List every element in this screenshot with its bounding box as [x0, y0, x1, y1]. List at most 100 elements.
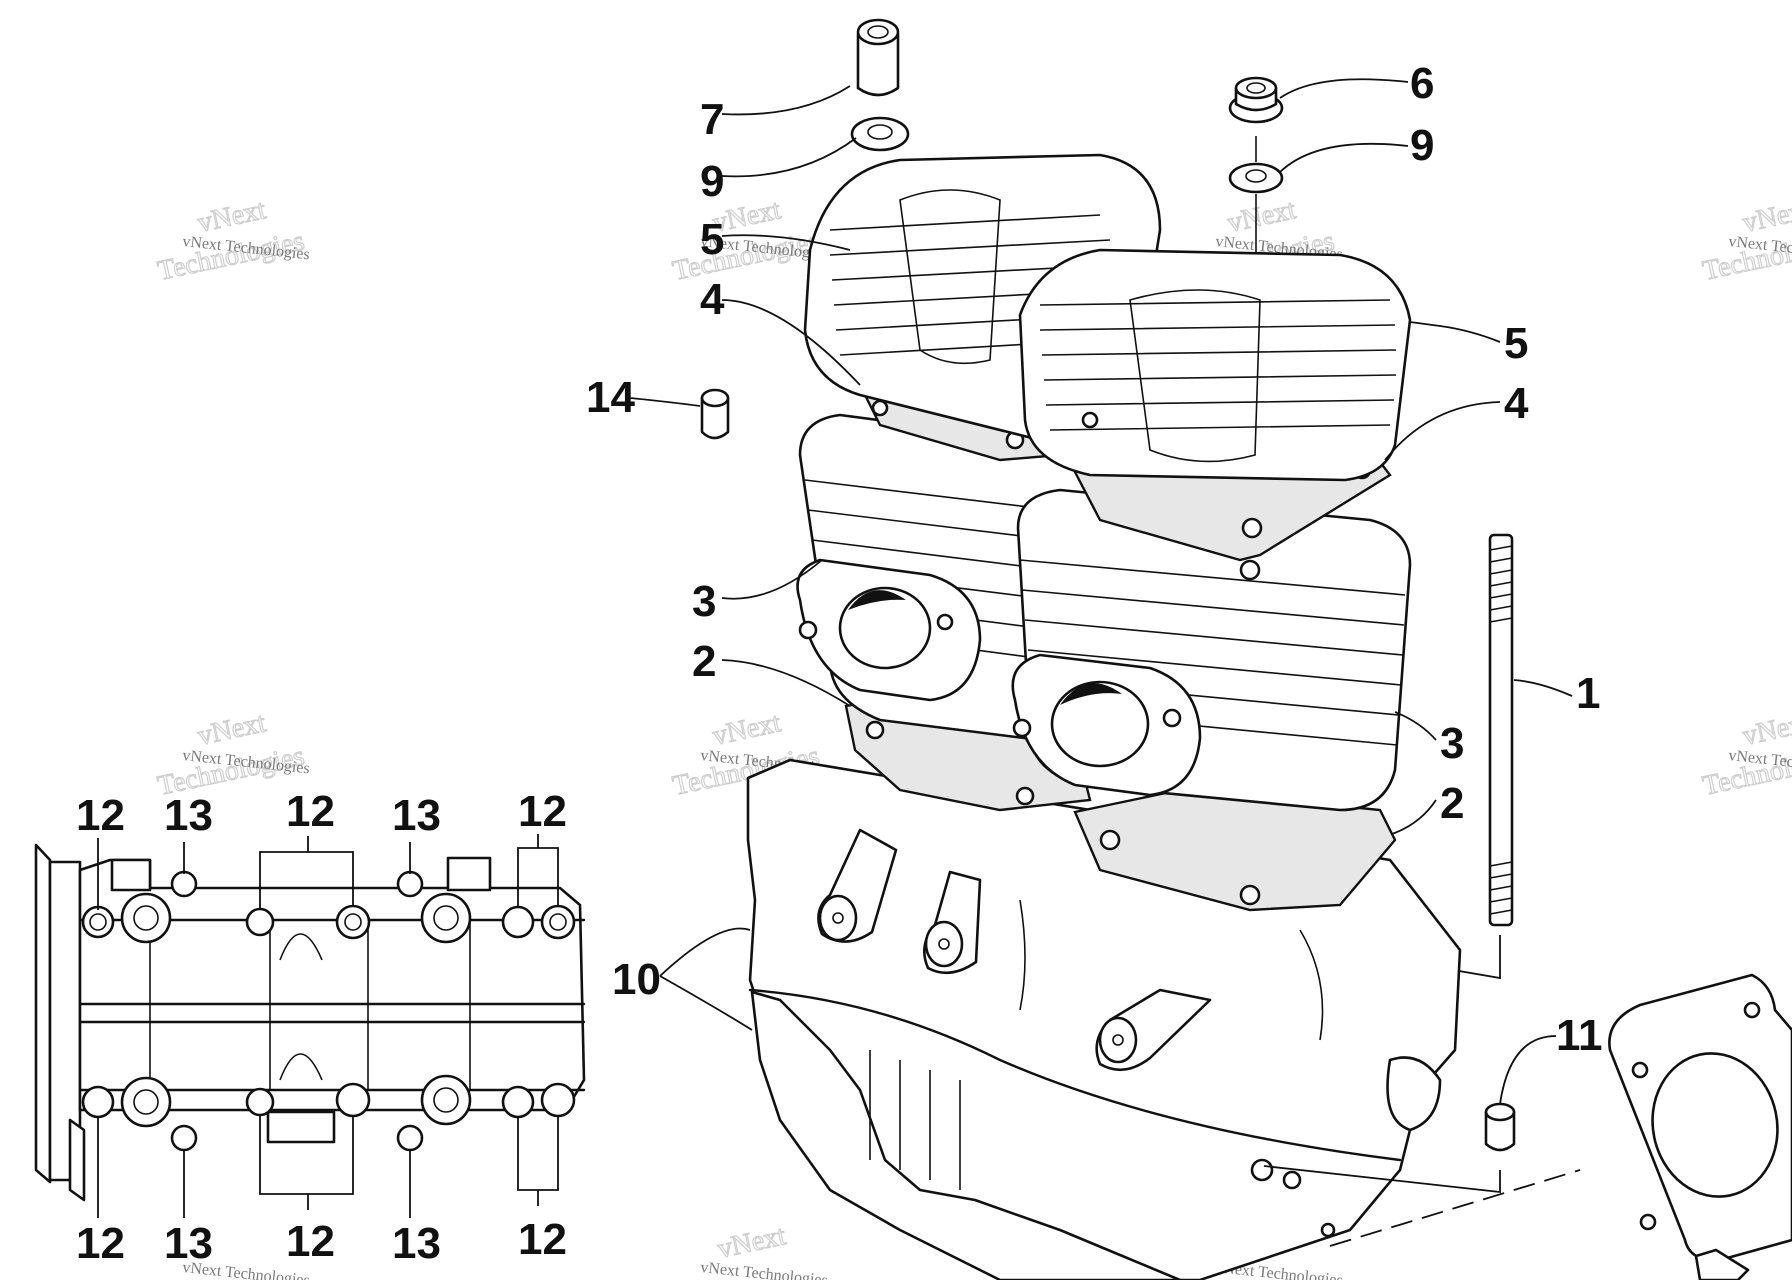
bolt-hole-12 — [245, 907, 275, 937]
head-fins — [1039, 299, 1397, 431]
flange-bolt-hole — [1639, 1213, 1657, 1231]
gasket-hole — [865, 720, 885, 740]
sleeve-body — [1484, 1110, 1516, 1152]
head-body — [1018, 248, 1412, 482]
leader-3-right — [1394, 711, 1437, 741]
bolt-hole-inner — [133, 905, 159, 931]
thread — [1489, 557, 1513, 563]
port-shadow — [848, 590, 906, 610]
leader-bracket — [259, 1116, 354, 1210]
leader-10 — [659, 927, 753, 1031]
leader-11 — [1499, 1035, 1557, 1105]
leader-5-left — [721, 234, 851, 251]
case-bearing-boss — [1386, 1056, 1442, 1132]
part-7-spacer — [856, 18, 900, 97]
leader-9-right — [1279, 142, 1409, 173]
callout-12: 12 — [76, 1219, 125, 1268]
leader-4-left — [721, 299, 861, 386]
callout-4: 4 — [1504, 379, 1529, 428]
dowel-assembly-line — [1263, 1165, 1501, 1194]
callout-1: 1 — [1576, 669, 1600, 718]
callout-2: 2 — [1440, 779, 1464, 828]
thread — [1489, 897, 1513, 903]
leader-1 — [1513, 679, 1573, 697]
callout-11: 11 — [1556, 1011, 1603, 1060]
head-dome — [1129, 289, 1261, 463]
callout-12: 12 — [286, 787, 335, 836]
callout-12: 12 — [286, 1217, 335, 1266]
bolt-hole-12 — [501, 1085, 535, 1119]
thread — [1489, 885, 1513, 891]
leader-bracket — [517, 1116, 559, 1206]
watermark-large: vNext — [1225, 194, 1299, 239]
leader-14 — [629, 397, 701, 407]
crankcase-bolt-pattern-inset: 12 13 12 13 12 12 13 12 13 12 — [34, 787, 586, 1268]
watermark-large: vNext — [715, 1220, 789, 1265]
part-11-dowel-sleeve — [1484, 1102, 1516, 1152]
washer-hole — [867, 124, 893, 140]
bolt-hole-13 — [396, 870, 424, 898]
bolt-hole-12 — [501, 905, 535, 939]
dowel-top — [700, 388, 730, 408]
flange-bolt-hole — [1743, 1001, 1761, 1019]
callout-9: 9 — [700, 157, 724, 206]
callout-5: 5 — [1504, 319, 1528, 368]
washer-hole — [1245, 169, 1267, 183]
part-14-dowel-pin — [700, 388, 730, 440]
gasket-hole — [1239, 559, 1261, 581]
large-bolt-boss — [120, 1076, 172, 1128]
leader-2-left — [721, 659, 851, 707]
thread — [1489, 605, 1513, 611]
port-shadow — [1060, 683, 1122, 705]
part-1-stud — [1488, 533, 1514, 927]
boss-hole — [832, 912, 844, 924]
callout-13: 13 — [392, 1219, 441, 1268]
head-fins — [829, 214, 1113, 356]
exhaust-centerline — [1329, 1169, 1581, 1247]
large-bolt-boss — [120, 892, 172, 944]
flange-bolt — [1694, 1248, 1750, 1280]
spacer-top — [856, 18, 900, 46]
crankcase-lower-half — [750, 990, 1182, 1280]
callout-3: 3 — [1440, 719, 1464, 768]
callout-5: 5 — [700, 215, 724, 264]
watermark-large: vNext — [1740, 194, 1792, 239]
part-6-flange-nut — [1228, 76, 1284, 124]
bolt-hole-13 — [170, 870, 198, 898]
callout-9: 9 — [1410, 121, 1434, 170]
thread — [1489, 569, 1513, 575]
watermark-large: vNext — [195, 194, 269, 239]
gasket-hole — [1015, 786, 1035, 806]
boss-hole — [1112, 1034, 1124, 1046]
stud-shaft — [1488, 533, 1514, 927]
bolt-hole-12 — [81, 1085, 115, 1119]
callout-7: 7 — [700, 95, 724, 144]
bolt-hole-12 — [335, 904, 371, 940]
port-bolt-hole — [798, 620, 818, 640]
inset-end-flange — [34, 843, 52, 1184]
leader-9-left — [721, 137, 857, 178]
flange-bolt-hole — [1631, 1061, 1649, 1079]
thread — [1489, 617, 1513, 623]
callout-12: 12 — [518, 1215, 567, 1264]
boss-hole — [938, 938, 950, 950]
case-detail — [1019, 899, 1026, 1011]
callout-13: 13 — [164, 791, 213, 840]
bolt-hole-12 — [540, 904, 576, 940]
callout-13: 13 — [164, 1219, 213, 1268]
boss-face — [1098, 1016, 1138, 1064]
thread — [1489, 873, 1513, 879]
bolt-hole-inner — [549, 913, 567, 931]
bolt-hole-13 — [170, 1124, 198, 1152]
boss-face — [924, 920, 964, 968]
exhaust-port — [838, 586, 932, 670]
callout-4: 4 — [700, 275, 725, 324]
watermark-large: vNext — [1740, 707, 1792, 752]
callout-12: 12 — [518, 787, 567, 836]
leader-7 — [721, 85, 851, 116]
thread — [1489, 909, 1513, 915]
bolt-hole-inner — [433, 905, 459, 931]
leader-2-right — [1391, 799, 1437, 835]
large-bolt-boss — [420, 892, 472, 944]
leader-bracket — [517, 834, 559, 906]
